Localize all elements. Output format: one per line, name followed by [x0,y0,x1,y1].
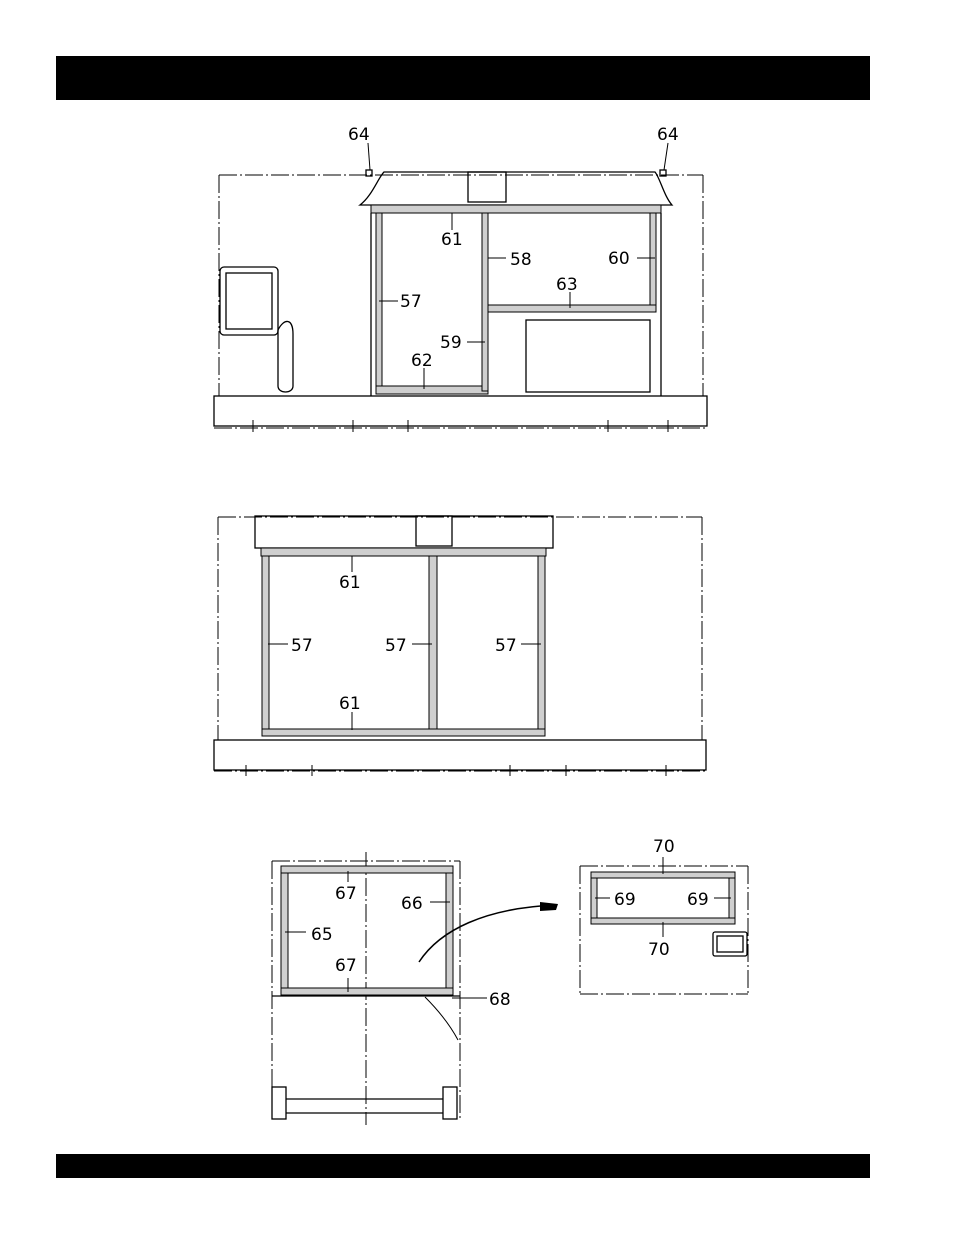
label-63: 63 [556,275,578,295]
label-61-bottom: 61 [339,694,361,714]
label-68: 68 [489,990,511,1010]
label-69-left: 69 [614,890,636,910]
label-61-top: 61 [339,573,361,593]
label-67-bottom: 67 [335,956,357,976]
label-61: 61 [441,230,463,250]
rear-view [214,516,706,776]
label-64-left: 64 [348,125,370,145]
label-69-right: 69 [687,890,709,910]
label-67-top: 67 [335,884,357,904]
detail-view [580,857,748,994]
label-60: 60 [608,249,630,269]
label-57: 57 [400,292,422,312]
label-58: 58 [510,250,532,270]
label-57-center: 57 [385,636,407,656]
top-view [272,852,558,1125]
label-65: 65 [311,925,333,945]
label-57-right: 57 [495,636,517,656]
label-62: 62 [411,351,433,371]
label-70-top: 70 [653,837,675,857]
label-70-bottom: 70 [648,940,670,960]
front-view [214,143,707,432]
label-64-right: 64 [657,125,679,145]
label-66: 66 [401,894,423,914]
label-57-left: 57 [291,636,313,656]
label-59: 59 [440,333,462,353]
